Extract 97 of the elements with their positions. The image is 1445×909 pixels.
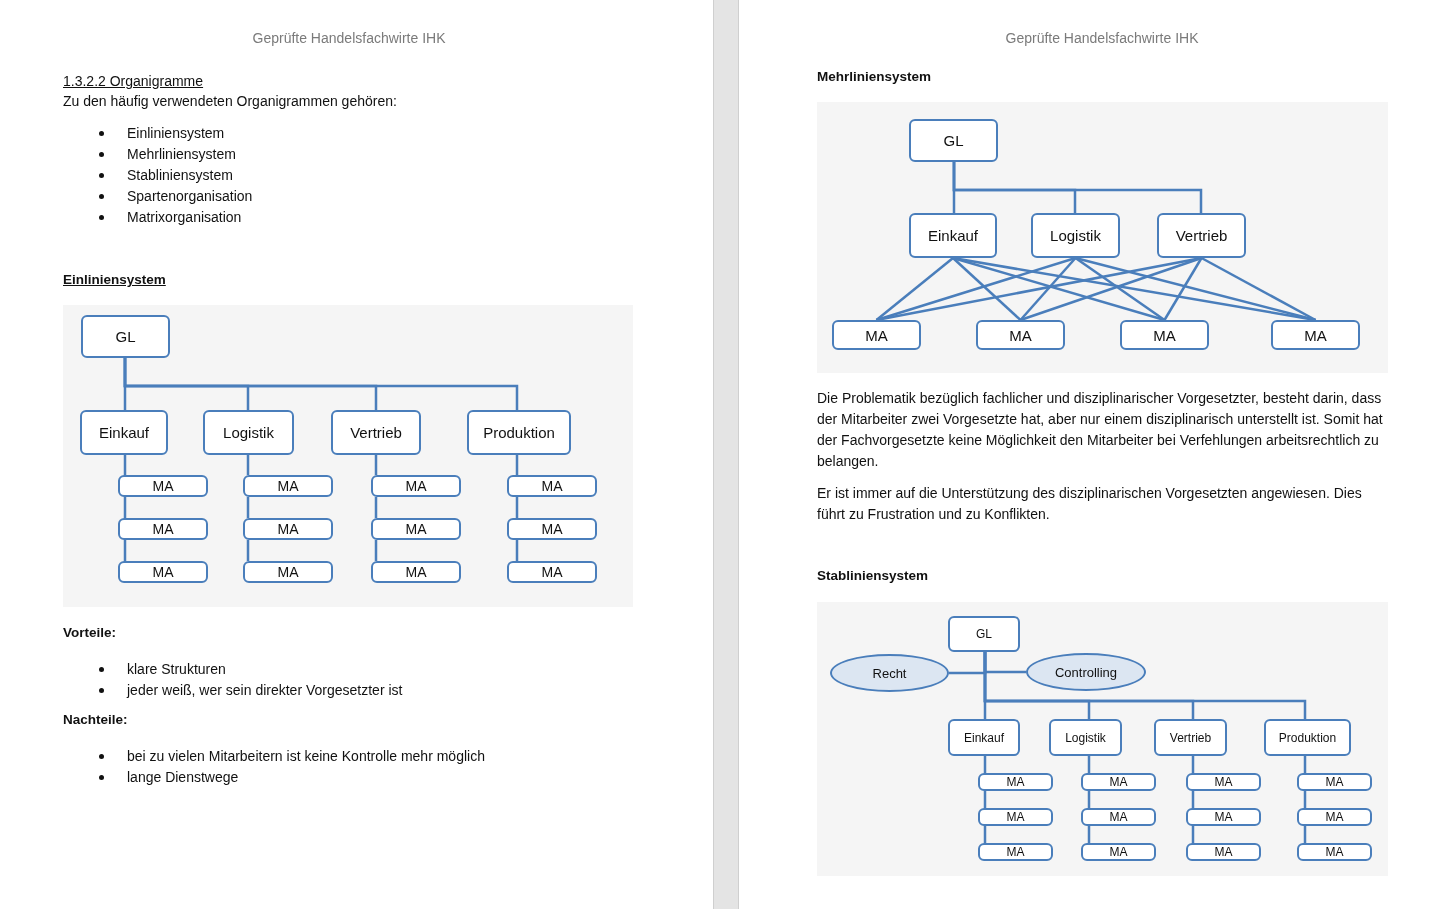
org-unit-box: Produktion (1264, 719, 1351, 756)
connector-line (983, 652, 1307, 719)
org-unit-box: MA (371, 518, 461, 540)
org-unit-box: MA (1186, 773, 1261, 791)
connector-line (1191, 756, 1195, 773)
subheading: Mehrliniensystem (817, 68, 932, 86)
connector-line (1087, 791, 1091, 808)
org-unit-box: MA (978, 843, 1053, 861)
connector-line (1303, 756, 1307, 773)
list-item: bei zu vielen Mitarbeitern ist keine Kontrolle mehr möglich (127, 747, 485, 765)
paragraph: Die Problematik bezüglich fachlicher und disziplinarischer Vorgesetzter, besteht darin, dass der Mitarbeiter zwei Vorgesetzte hat, aber nur einem disziplinarisch unterstellt ist. Somit hat der Fachvorgesetzte keine Möglichkeit den Mitarbeiter bei Verfehlungen arbeitsrechtlich zu belangen. (817, 389, 1384, 471)
connector-line (1074, 256, 1166, 322)
org-unit-box: MA (118, 561, 208, 583)
subheading: Vorteile: (63, 624, 116, 642)
connector-line (1303, 791, 1307, 808)
connector-line (374, 497, 378, 518)
org-unit-box: MA (832, 320, 921, 350)
connector-line (1200, 256, 1317, 322)
org-unit-box: MA (1186, 843, 1261, 861)
org-unit-box: MA (978, 773, 1053, 791)
connector-line (1087, 826, 1091, 843)
org-unit-box: Vertrieb (331, 410, 421, 455)
connector-line (246, 497, 250, 518)
org-unit-box: MA (243, 475, 333, 497)
org-unit-box: Einkauf (948, 719, 1020, 756)
text-line: Zu den häufig verwendeten Organigrammen gehören: (63, 92, 397, 110)
org-unit-box: MA (243, 561, 333, 583)
connector-line (246, 455, 250, 475)
org-unit-box: MA (507, 561, 597, 583)
connector-line (1191, 791, 1195, 808)
connector-line (246, 540, 250, 561)
org-unit-box: MA (1297, 843, 1372, 861)
org-unit-box: MA (1120, 320, 1209, 350)
subheading: Einliniensystem (63, 271, 166, 289)
list-item: Spartenorganisation (127, 187, 253, 205)
org-unit-box: Vertrieb (1154, 719, 1227, 756)
org-unit-box: MA (118, 475, 208, 497)
connector-line (983, 791, 987, 808)
org-unit-box: MA (1297, 773, 1372, 791)
connector-line (123, 497, 127, 518)
list-item: Mehrliniensystem (127, 145, 236, 163)
connector-line (952, 257, 1022, 321)
connector-line (123, 358, 519, 410)
org-unit-box: GL (948, 616, 1020, 652)
org-unit-box: GL (909, 119, 998, 162)
org-unit-box: MA (118, 518, 208, 540)
org-unit-box: Produktion (467, 410, 571, 455)
connector-line (123, 455, 127, 475)
list-item: Einliniensystem (127, 124, 225, 142)
page-header: Geprüfte Handelsfachwirte IHK (252, 29, 446, 47)
connector-line (1303, 826, 1307, 843)
org-unit-box: Einkauf (909, 213, 997, 258)
list-item: Matrixorganisation (127, 208, 242, 226)
connector-line (374, 455, 378, 475)
connector-line (123, 540, 127, 561)
org-unit-box: Einkauf (80, 410, 168, 455)
connector-line (983, 756, 987, 773)
page-header: Geprüfte Handelsfachwirte IHK (1005, 29, 1199, 47)
connector-line (876, 256, 1076, 322)
subheading: Nachteile: (63, 711, 128, 729)
org-unit-box: MA (976, 320, 1065, 350)
org-unit-box: Vertrieb (1157, 213, 1246, 258)
connector-line (952, 162, 1203, 213)
list-item: jeder weiß, wer sein direkter Vorgesetzter ist (127, 681, 403, 699)
connector-line (515, 455, 519, 475)
org-unit-box: MA (507, 475, 597, 497)
list-item: lange Dienstwege (127, 768, 239, 786)
list-item: klare Strukturen (127, 660, 226, 678)
connector-line (875, 257, 954, 321)
connector-line (983, 826, 987, 843)
org-unit-box: MA (978, 808, 1053, 826)
org-unit-box: Logistik (1049, 719, 1122, 756)
org-unit-box: Logistik (1031, 213, 1120, 258)
org-unit-box: MA (371, 561, 461, 583)
connector-line (1087, 756, 1091, 773)
connector-line (374, 540, 378, 561)
paragraph: Er ist immer auf die Unterstützung des disziplinarischen Vorgesetzten angewiesen. Dies führt zu Frustration und zu Konflikten. (817, 484, 1363, 524)
org-unit-box: MA (1081, 843, 1156, 861)
org-unit-box: MA (1186, 808, 1261, 826)
connector-line (1020, 256, 1202, 322)
section-heading: 1.3.2.2 Organigramme (63, 72, 204, 90)
connector-line (1019, 257, 1077, 321)
org-unit-box: Logistik (203, 410, 294, 455)
list-item: Stabliniensystem (127, 166, 233, 184)
connector-line (515, 540, 519, 561)
subheading: Stabliniensystem (817, 567, 929, 585)
org-unit-box: MA (507, 518, 597, 540)
org-unit-box: MA (1081, 773, 1156, 791)
org-unit-box: GL (81, 315, 170, 358)
connector-line (1191, 826, 1195, 843)
org-unit-box: MA (1081, 808, 1156, 826)
org-unit-box: MA (1297, 808, 1372, 826)
org-unit-box: MA (371, 475, 461, 497)
org-unit-box: MA (243, 518, 333, 540)
connector-line (1163, 257, 1203, 321)
connector-line (515, 497, 519, 518)
org-unit-box: MA (1271, 320, 1360, 350)
